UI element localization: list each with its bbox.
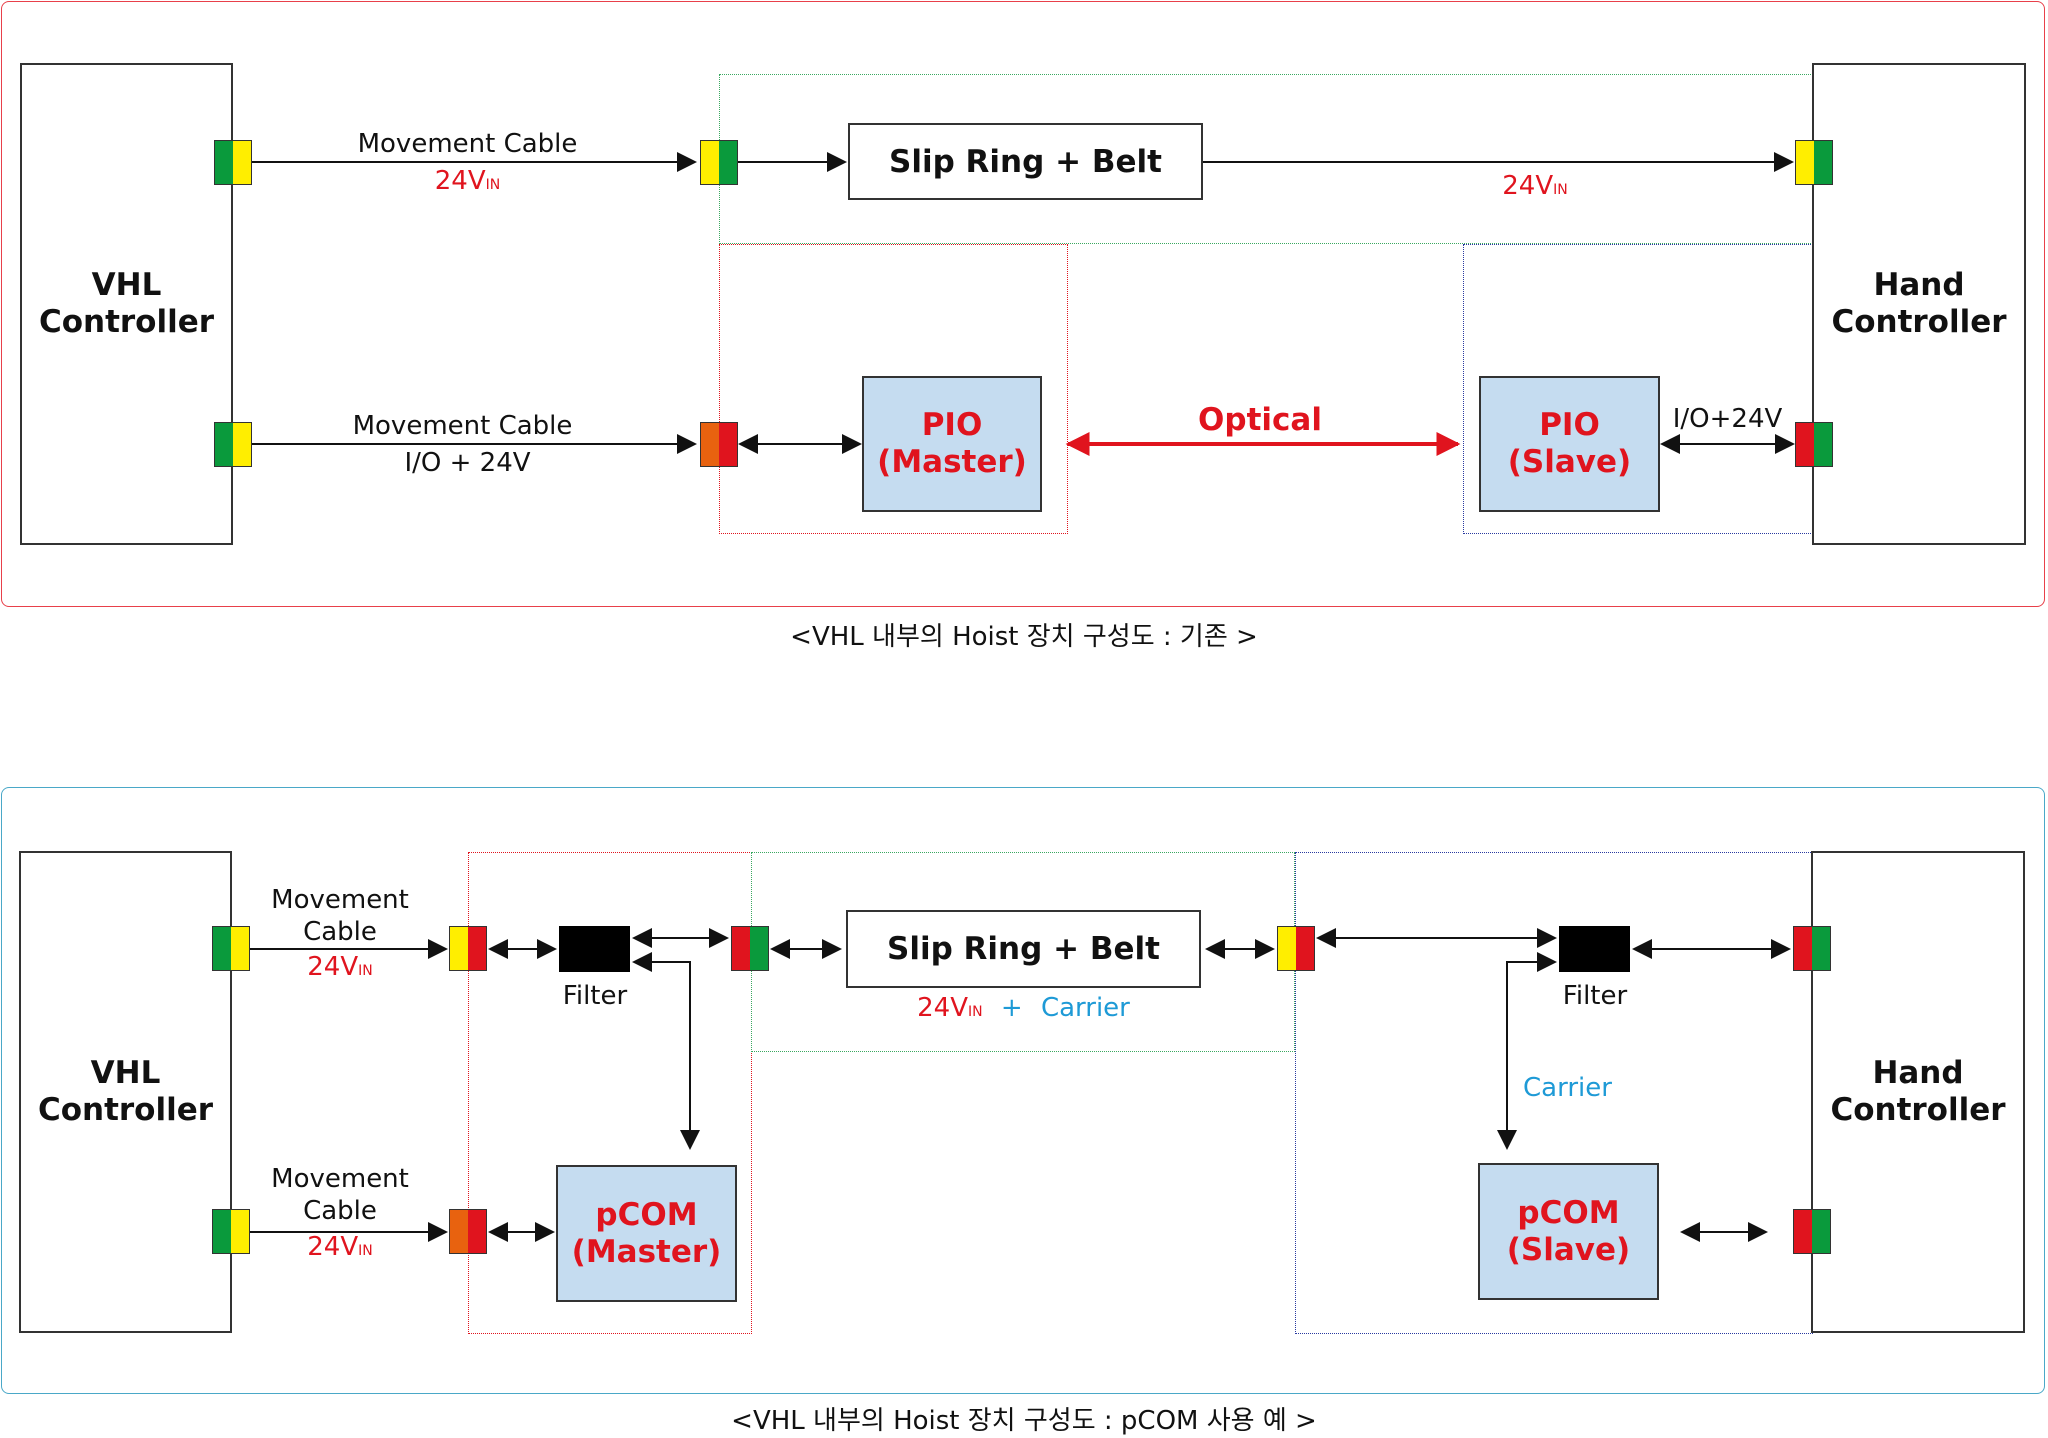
- top-pio-slave: PIO (Slave): [1479, 376, 1660, 512]
- bottom-pcom-master: pCOM (Master): [556, 1165, 737, 1302]
- top-slave-io-label: I/O+24V: [1672, 404, 1783, 434]
- bottom-vhl-connector-1: [212, 926, 250, 971]
- top-cable1-label: Movement Cable: [357, 129, 578, 159]
- top-slip-ring-belt: Slip Ring + Belt: [848, 123, 1203, 200]
- bottom-pcom-slave: pCOM (Slave): [1478, 1163, 1659, 1300]
- top-belt-voltage: 24VIN: [1502, 171, 1568, 201]
- bottom-filter-to-master: [632, 952, 700, 1150]
- bottom-filter-left-label: Filter: [562, 981, 628, 1011]
- bottom-hand-connector-1: [1793, 926, 1831, 971]
- bottom-cable1-voltage: 24VIN: [307, 952, 373, 982]
- bottom-filter-right: [1559, 926, 1630, 972]
- bottom-filter-to-slave: [1497, 952, 1557, 1150]
- bottom-slip-connector-left: [731, 926, 769, 971]
- bottom-cable1-label: Movement Cable: [271, 885, 409, 947]
- top-vhl-controller: VHL Controller: [20, 63, 233, 545]
- bottom-hand-connector-2: [1793, 1209, 1831, 1254]
- bottom-filter-right-label: Filter: [1562, 981, 1628, 1011]
- top-pio-master: PIO (Master): [862, 376, 1042, 512]
- bottom-slip-ring-belt: Slip Ring + Belt: [846, 910, 1201, 988]
- top-master-connector: [700, 422, 738, 467]
- top-cable2-label: Movement Cable: [352, 411, 573, 441]
- top-cable1-voltage: 24VIN: [434, 166, 501, 196]
- bottom-master-connector-2: [449, 1209, 487, 1254]
- bottom-caption: <VHL 내부의 Hoist 장치 구성도 : pCOM 사용 예 >: [731, 1406, 1317, 1436]
- bottom-cable2-voltage: 24VIN: [307, 1232, 373, 1262]
- top-slip-connector-in: [700, 140, 738, 185]
- top-hand-controller: Hand Controller: [1812, 63, 2026, 545]
- top-cable2-sublabel: I/O + 24V: [404, 448, 531, 478]
- top-caption: <VHL 내부의 Hoist 장치 구성도 : 기존 >: [790, 622, 1258, 652]
- top-vhl-connector-2: [214, 422, 252, 467]
- bottom-vhl-connector-2: [212, 1209, 250, 1254]
- bottom-master-group: [468, 852, 752, 1334]
- bottom-hand-controller: Hand Controller: [1811, 851, 2025, 1333]
- bottom-cable2-label: Movement Cable: [271, 1164, 409, 1226]
- top-hand-connector-2: [1795, 422, 1833, 467]
- top-vhl-connector-1: [214, 140, 252, 185]
- bottom-belt-voltage: 24VIN + Carrier: [917, 993, 1130, 1023]
- top-diagram-frame: [1, 1, 2045, 607]
- bottom-vhl-controller: VHL Controller: [19, 851, 232, 1333]
- top-hand-connector-1: [1795, 140, 1833, 185]
- bottom-slip-connector-right: [1277, 926, 1315, 971]
- bottom-master-connector-1: [449, 926, 487, 971]
- bottom-diagram-frame: [1, 787, 2045, 1394]
- top-pio-master-group: [719, 244, 1068, 534]
- bottom-filter-left: [559, 926, 630, 972]
